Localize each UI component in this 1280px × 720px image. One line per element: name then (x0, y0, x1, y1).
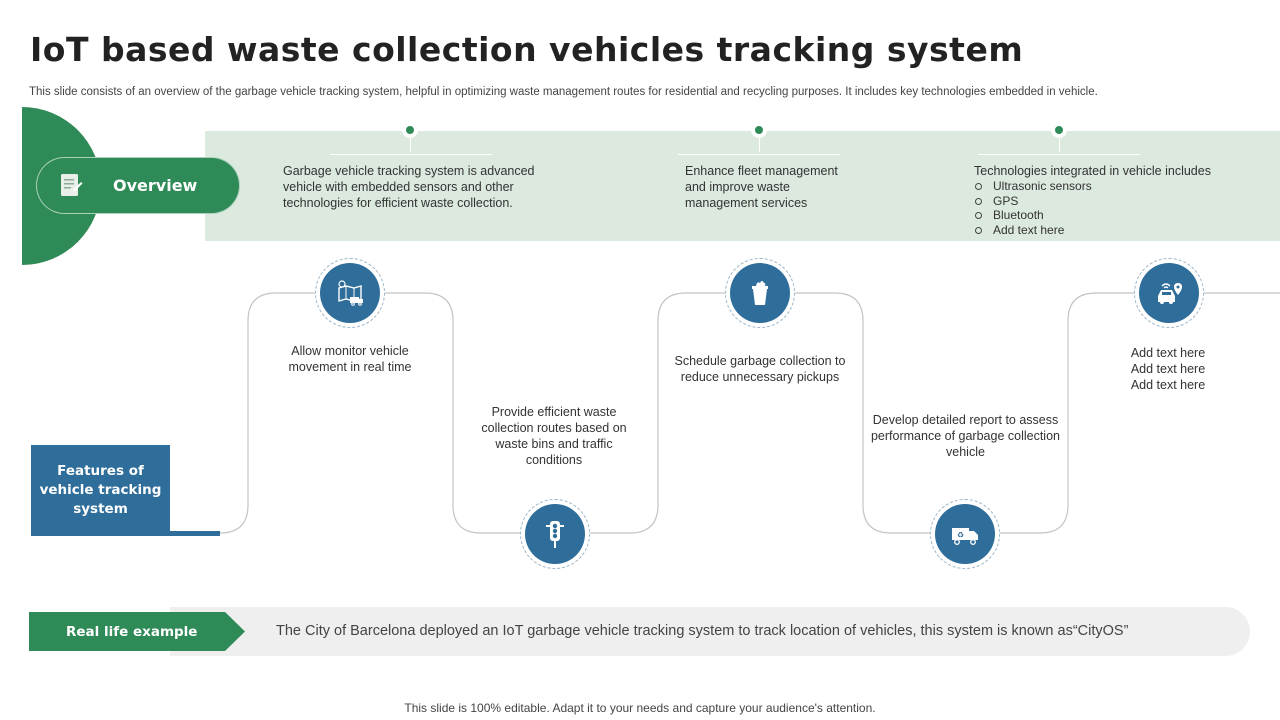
features-label-underline (170, 531, 220, 536)
real-life-bar (170, 607, 1250, 656)
overview-band (205, 131, 1280, 241)
technology-list-item: Ultrasonic sensors (974, 179, 1254, 194)
feature-5-text: Add text here Add text here Add text her… (1130, 346, 1206, 392)
feature-1-text: Allow monitor vehicle movement in real t… (288, 344, 412, 374)
overview-item-1: Garbage vehicle tracking system is advan… (283, 164, 535, 210)
connected-car-icon (1158, 283, 1182, 304)
page-title: IoT based waste collection vehicles trac… (30, 30, 1024, 69)
feature-4-badge: ♻ (930, 499, 1000, 569)
waste-bin-icon (752, 281, 768, 305)
recycle-truck-icon: ♻ (952, 528, 978, 545)
traffic-light-icon (546, 521, 564, 548)
overview-item-3-heading: Technologies integrated in vehicle inclu… (974, 164, 1211, 178)
feature-1-badge (315, 258, 385, 328)
feature-5-badge (1134, 258, 1204, 328)
map-truck-icon (338, 280, 363, 306)
overview-stem-2 (759, 138, 760, 152)
overview-connector-3 (978, 154, 1140, 155)
overview-label: Overview (113, 176, 198, 195)
overview-pill: Overview (36, 157, 240, 214)
overview-dot-3 (1051, 122, 1067, 138)
overview-dot-1 (402, 122, 418, 138)
overview-connector-2 (678, 154, 840, 155)
real-life-tag: Real life example (29, 612, 245, 651)
feature-2-text: Provide efficient waste collection route… (481, 405, 627, 467)
features-label-box: Features of vehicle tracking system (31, 445, 170, 536)
overview-stem-1 (410, 138, 411, 152)
feature-2-badge (520, 499, 590, 569)
document-icon (61, 173, 83, 196)
footer-note: This slide is 100% editable. Adapt it to… (404, 701, 876, 715)
page-subtitle: This slide consists of an overview of th… (29, 86, 1098, 98)
overview-item-2: Enhance fleet management and improve was… (685, 164, 838, 210)
overview-dot-2 (751, 122, 767, 138)
technology-list-item: GPS (974, 194, 1254, 209)
real-life-text: The City of Barcelona deployed an IoT ga… (276, 623, 1129, 639)
features-label: Features of vehicle tracking system (39, 463, 162, 517)
overview-stem-3 (1059, 138, 1060, 152)
feature-3-text: Schedule garbage collection to reduce un… (674, 354, 846, 384)
real-life-label: Real life example (66, 623, 198, 640)
technology-list-item: Bluetooth (974, 208, 1254, 223)
overview-item-3: Technologies integrated in vehicle inclu… (974, 163, 1254, 237)
feature-4-text: Develop detailed report to assess perfor… (870, 413, 1060, 459)
feature-3-badge (725, 258, 795, 328)
svg-text:♻: ♻ (957, 531, 964, 540)
overview-connector-1 (330, 154, 492, 155)
technology-list-item: Add text here (974, 223, 1254, 238)
technology-list: Ultrasonic sensors GPS Bluetooth Add tex… (974, 179, 1254, 237)
